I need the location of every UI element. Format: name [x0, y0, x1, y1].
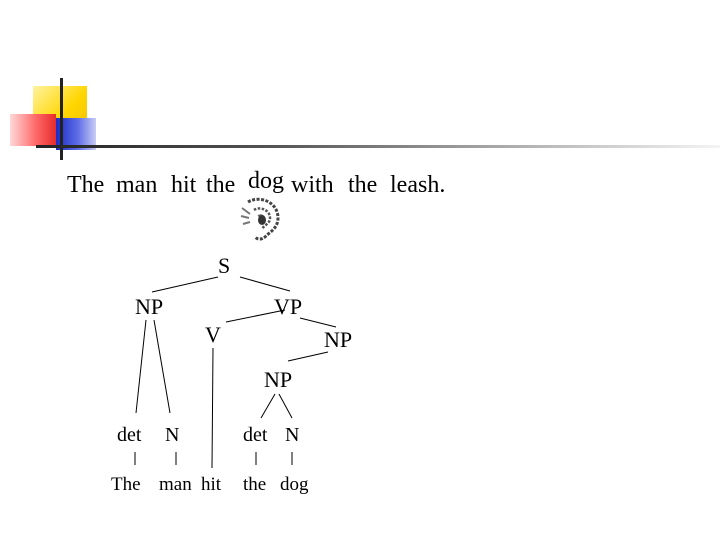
- leaf-the-2: the: [243, 474, 267, 495]
- sentence-word-the-2: the: [206, 172, 236, 198]
- sentence-word-the-3: the: [348, 172, 378, 198]
- leaf-hit: hit: [201, 474, 222, 495]
- node-s: S: [218, 253, 231, 278]
- decor-red-square: [10, 114, 56, 146]
- node-n-1: N: [165, 424, 180, 446]
- node-np-right: NP: [324, 327, 353, 352]
- node-n-2: N: [285, 424, 300, 446]
- edge-np-n2: [278, 393, 293, 419]
- sentence-word-leash: leash.: [390, 172, 446, 198]
- leaf-the-1: The: [111, 474, 141, 495]
- node-v: V: [205, 322, 221, 347]
- decor-vertical-line: [60, 78, 63, 160]
- edge-np-det: [135, 319, 147, 414]
- sentence-word-with: with: [291, 172, 334, 198]
- edge-s-np: [151, 276, 219, 293]
- sentence-word-dog: dog: [248, 168, 284, 194]
- edge-np-np: [287, 351, 329, 362]
- edge-vp-np: [299, 317, 337, 328]
- node-np-object: NP: [264, 367, 293, 392]
- ear-icon[interactable]: [238, 196, 282, 242]
- edge-s-vp: [239, 276, 291, 292]
- node-vp: VP: [274, 294, 303, 319]
- edge-v-hit: [211, 347, 214, 469]
- node-np-subject: NP: [135, 294, 164, 319]
- sentence-word-hit: hit: [171, 172, 197, 198]
- sentence-word-man: man: [116, 172, 158, 198]
- leaf-man: man: [159, 474, 192, 495]
- sentence-word-the: The: [67, 172, 105, 198]
- edge-vp-v: [225, 309, 286, 323]
- node-det-1: det: [117, 424, 142, 446]
- edge-np-n: [153, 319, 171, 414]
- node-det-2: det: [243, 424, 268, 446]
- leaf-dog: dog: [280, 474, 309, 495]
- title-divider: [36, 145, 720, 148]
- edge-np-det2: [260, 393, 276, 419]
